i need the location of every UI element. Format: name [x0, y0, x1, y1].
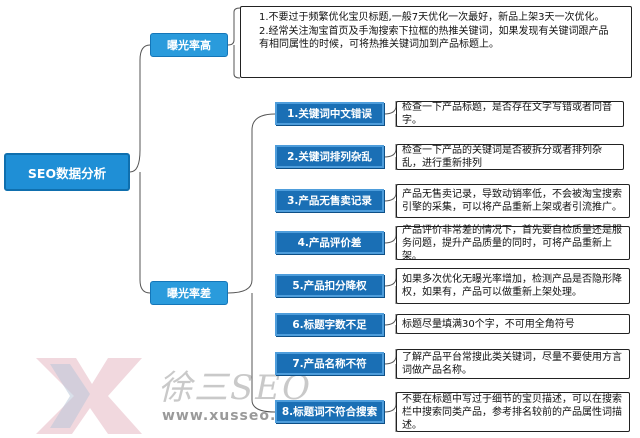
desc-title-length: 标题尽量填满30个字，不可用全角符号 — [396, 314, 630, 334]
desc-name-mismatch: 了解产品平台常搜此类关键词，尽量不要使用方言词做产品名称。 — [396, 349, 630, 379]
desc-keyword-order: 检查一下产品的关键词是否被拆分或者排列杂乱，进行重新排列 — [396, 144, 624, 170]
item-penalty: 5.产品扣分降权 — [275, 274, 384, 297]
item-title-search: 8.标题词不符合搜索 — [275, 400, 384, 423]
desc-bad-reviews: 产品评价非常差的情况下，首先要自检质量还是服务问题，提升产品质量的同时，可将产品… — [396, 225, 630, 262]
desc-penalty: 如果多次优化无曝光率增加，检测产品是否隐形降权，如果有，产品可以做重新上架处理。 — [396, 268, 630, 304]
high-exposure-tip-2: 2.经常关注淘宝首页及手淘搜索下拉框的热推关键词，如果发现有关键词跟产品有相同属… — [259, 26, 609, 50]
connector-root-branches — [129, 44, 151, 294]
watermark-url: www.xusseo.com — [162, 408, 312, 424]
item-desc-connectors — [383, 101, 397, 432]
item-bad-reviews: 4.产品评价差 — [275, 231, 384, 254]
desc-no-sales: 产品无售卖记录，导致动销率低，不会被淘宝搜索引擎的采集，可以将产品重新上架或者引… — [396, 184, 630, 218]
connector-branch2-items — [227, 113, 276, 413]
desc-keyword-typo: 检查一下产品标题，是否存在文字写错或者同音字。 — [396, 101, 624, 127]
watermark-logo: 徐三SEO www.xusseo.com — [30, 350, 360, 434]
x-logo-icon — [36, 358, 142, 434]
high-exposure-desc: 1.不要过于频繁优化宝贝标题,一般7天优化一次最好，新品上架3天一次优化。 2.… — [240, 6, 632, 78]
item-no-sales: 3.产品无售卖记录 — [275, 189, 384, 212]
branch-high-exposure: 曝光率高 — [150, 33, 228, 57]
item-keyword-typo: 1.关键词中文错误 — [275, 102, 384, 125]
item-keyword-order: 2.关键词排列杂乱 — [275, 145, 384, 168]
high-exposure-tip-1: 1.不要过于频繁优化宝贝标题,一般7天优化一次最好，新品上架3天一次优化。 — [259, 12, 605, 23]
root-node: SEO数据分析 — [4, 153, 130, 191]
item-name-mismatch: 7.产品名称不符 — [275, 352, 384, 375]
item-title-length: 6.标题字数不足 — [275, 313, 384, 336]
desc-title-search: 不要在标题中写过于细节的宝贝描述，可以在搜索栏中搜索同类产品，参考排名较前的产品… — [396, 392, 630, 432]
connector-branch1-desc — [227, 7, 241, 79]
branch-low-exposure: 曝光率差 — [150, 281, 228, 305]
